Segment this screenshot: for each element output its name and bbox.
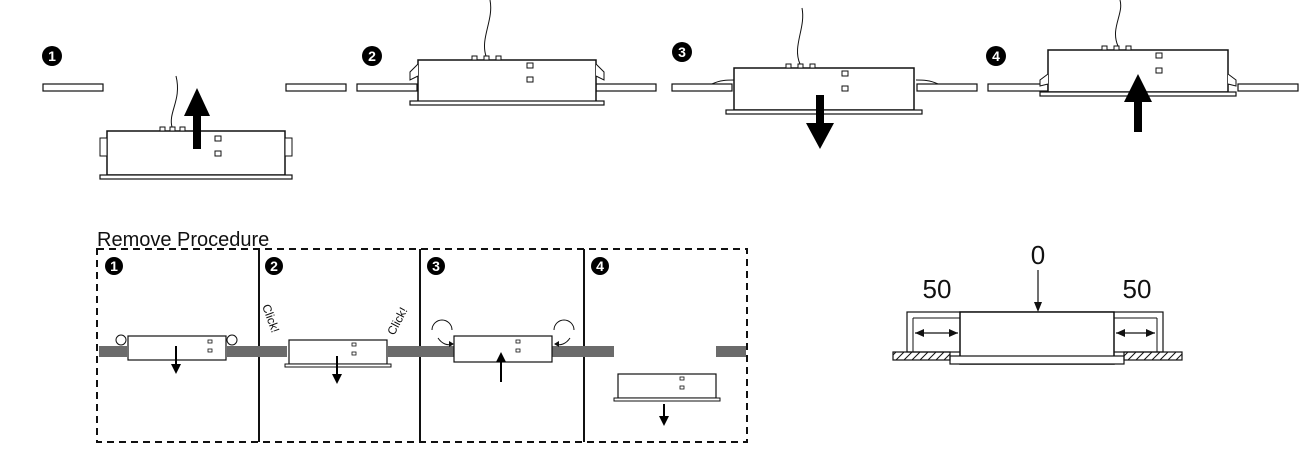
- remove-procedure-title: Remove Procedure: [97, 229, 269, 251]
- arrow-up-icon: [1124, 74, 1152, 132]
- clearance-diagram: 0 50 50: [892, 240, 1183, 365]
- svg-text:2: 2: [270, 258, 278, 274]
- svg-text:1: 1: [48, 48, 56, 64]
- install-step-4: 4: [986, 0, 1299, 132]
- remove-step-4: 4: [591, 257, 721, 426]
- ceiling-panel-right: [285, 83, 347, 92]
- svg-text:4: 4: [596, 258, 604, 274]
- step-badge-4: 4: [986, 46, 1006, 66]
- clearance-top-value: 0: [1031, 240, 1045, 270]
- remove-step-1: 1: [105, 257, 238, 374]
- step-badge-2: 2: [362, 46, 382, 66]
- svg-text:3: 3: [432, 258, 440, 274]
- ceiling-strip: [99, 346, 746, 357]
- fixture: [409, 0, 605, 106]
- step-badge-3: 3: [672, 42, 692, 62]
- clearance-left-value: 50: [923, 274, 952, 304]
- arrow-up-icon: [184, 88, 210, 149]
- arrow-down-icon: [332, 356, 342, 384]
- arrow-down-icon: [171, 346, 181, 374]
- remove-step-3: 3: [427, 257, 575, 382]
- svg-text:1: 1: [110, 258, 118, 274]
- arrow-down-icon: [659, 404, 669, 426]
- step-badge-4: 4: [591, 257, 609, 275]
- install-step-3: 3: [671, 7, 978, 149]
- clearance-right-value: 50: [1123, 274, 1152, 304]
- svg-text:2: 2: [368, 48, 376, 64]
- remove-frame: [96, 248, 748, 443]
- svg-text:4: 4: [992, 48, 1000, 64]
- remove-step-2: 2 Click! Click!: [259, 257, 410, 384]
- step-badge-1: 1: [42, 46, 62, 66]
- step-badge-3: 3: [427, 257, 445, 275]
- ceiling-panel-left: [42, 83, 104, 92]
- install-step-1: 1: [42, 46, 347, 180]
- arrow-down-icon: [806, 95, 834, 149]
- step-badge-1: 1: [105, 257, 123, 275]
- remove-procedure: Remove Procedure 1: [96, 229, 748, 443]
- step-badge-2: 2: [265, 257, 283, 275]
- arrow-up-icon: [496, 352, 506, 382]
- svg-text:3: 3: [678, 44, 686, 60]
- fixture: [99, 75, 293, 180]
- click-note-right: Click!: [384, 305, 410, 337]
- click-note-left: Click!: [259, 302, 282, 334]
- install-step-2: 2: [356, 0, 657, 106]
